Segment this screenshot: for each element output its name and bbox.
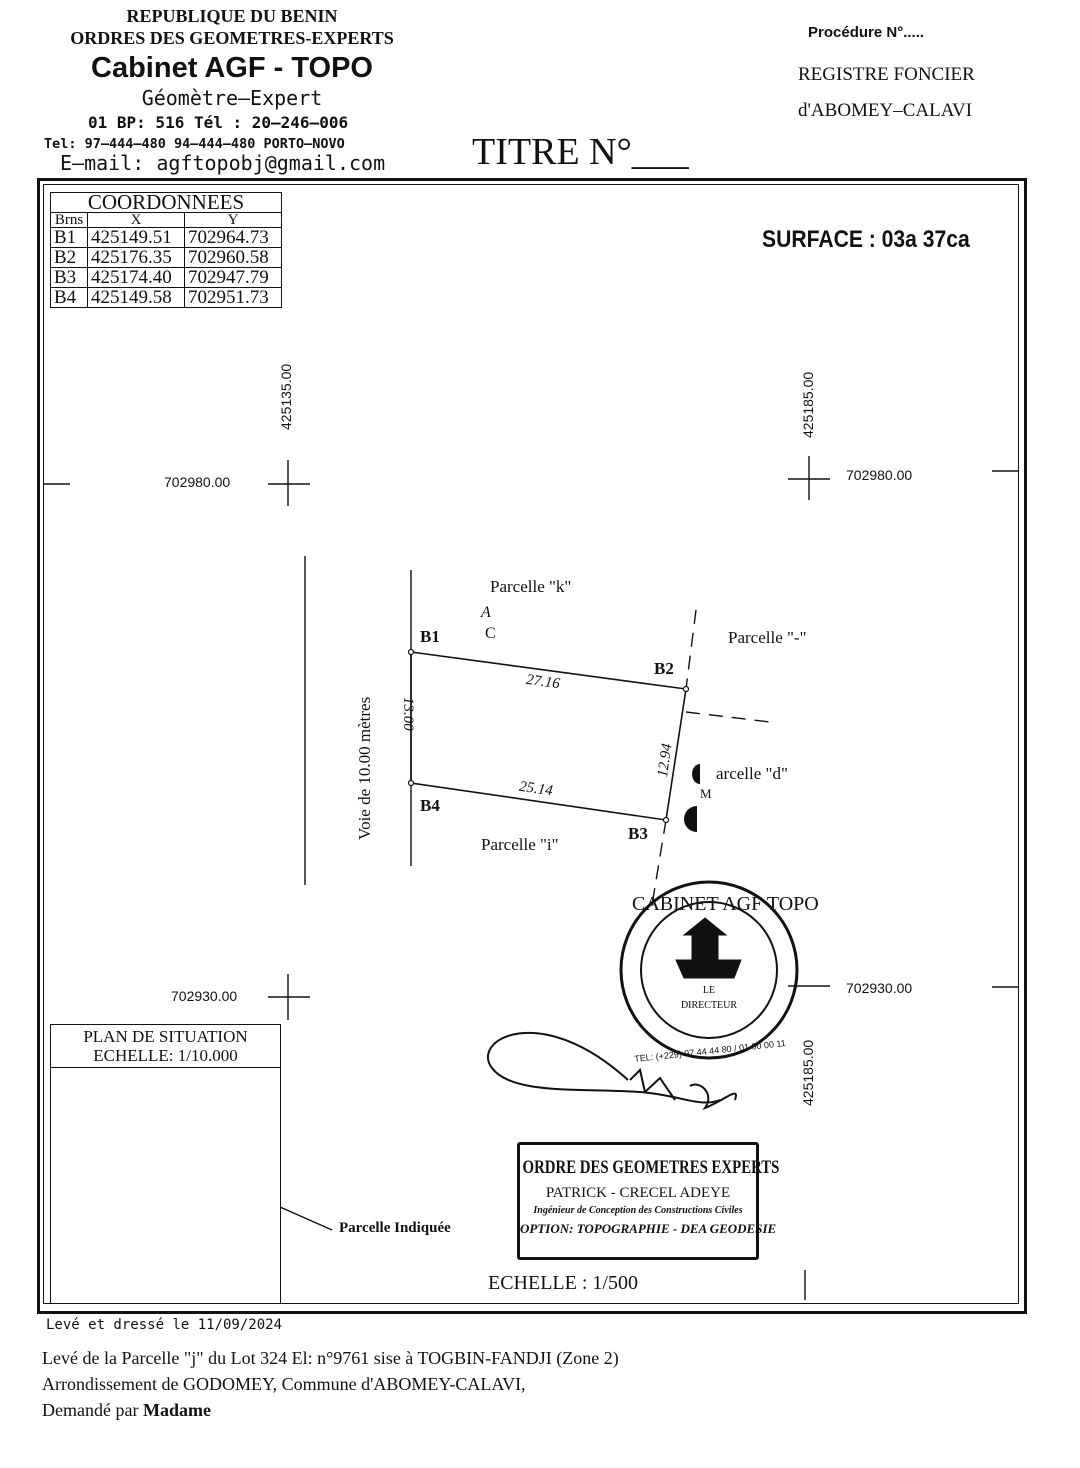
y-value: 702964.73 <box>184 227 282 248</box>
requester-prefix: Demandé par <box>42 1400 143 1420</box>
parcel-indicated-label: Parcelle Indiquée <box>339 1220 451 1236</box>
plan-frame-outer <box>37 178 1027 1314</box>
surface-label: SURFACE : 03a 37ca <box>762 226 970 253</box>
grid-x-right-bottom: 425185.00 <box>800 1039 816 1106</box>
situation-title: PLAN DE SITUATION <box>83 1027 248 1046</box>
drawn-date: Levé et dressé le 11/09/2024 <box>46 1317 283 1333</box>
corner-b1: B1 <box>420 627 440 646</box>
round-stamp <box>619 880 799 1060</box>
grid-x-left: 425135.00 <box>278 363 294 430</box>
footer-line2: Arrondissement de GODOMEY, Commune d'ABO… <box>42 1374 526 1394</box>
col-brns: Brns <box>50 212 88 228</box>
grid-x-right: 425185.00 <box>800 371 816 438</box>
seal-line3: Ingénieur de Conception des Construction… <box>533 1205 743 1216</box>
grid-y-top-right: 702980.00 <box>846 467 913 483</box>
parcel-fragment-c: C <box>485 625 496 642</box>
firm-name: Cabinet AGF - TOPO <box>91 52 373 84</box>
corner-b2: B2 <box>654 659 674 678</box>
registry-city: d'ABOMEY–CALAVI <box>798 100 973 121</box>
y-value: 702951.73 <box>184 287 282 308</box>
seal-line4: OPTION: TOPOGRAPHIE - DEA GEODESIE <box>520 1221 777 1236</box>
grid-y-bottom-left: 702930.00 <box>171 988 238 1004</box>
profession-label: Géomètre–Expert <box>141 86 323 110</box>
tel2-label: Tel: 97–444–480 94–444–480 PORTO–NOVO <box>44 136 345 152</box>
stamp-center-director: DIRECTEUR <box>680 1000 738 1011</box>
official-seal: ORDRE DES GEOMETRES EXPERTS PATRICK - CR… <box>517 1142 780 1260</box>
grid-y-bottom-right: 702930.00 <box>846 980 913 996</box>
beacon-id: B1 <box>50 227 88 248</box>
coordinates-title: COORDONNEES <box>50 192 282 213</box>
stamp-center-le: LE <box>702 985 716 996</box>
stamp-ring-top: CABINET AGF TOPO <box>632 893 819 915</box>
beacon-id: B4 <box>50 287 88 308</box>
procedure-label: Procédure N°..... <box>808 24 925 41</box>
email-label: E–mail: agftopobj@gmail.com <box>60 151 386 175</box>
requester-name: Madame <box>142 1400 211 1420</box>
situation-scale: ECHELLE: 1/10.000 <box>93 1046 238 1065</box>
x-value: 425149.58 <box>87 287 185 308</box>
order-label: ORDRES DES GEOMETRES-EXPERTS <box>70 28 394 48</box>
registry-label: REGISTRE FONCIER <box>798 64 975 85</box>
scale-label: ECHELLE : 1/500 <box>488 1272 638 1294</box>
footer-line1: Levé de la Parcelle "j" du Lot 324 El: n… <box>42 1348 619 1368</box>
situation-plan: PLAN DE SITUATION ECHELLE: 1/10.000 <box>50 1024 281 1304</box>
bp-tel-label: 01 BP: 516 Tél : 20–246–006 <box>88 113 349 132</box>
distance-left: 13.00 <box>400 697 416 731</box>
y-value: 702947.79 <box>184 267 282 288</box>
parcel-k-label: Parcelle "k" <box>490 577 572 596</box>
republic-label: REPUBLIQUE DU BENIN <box>126 6 338 26</box>
parcel-i-label: Parcelle "i" <box>481 835 559 854</box>
x-value: 425174.40 <box>87 267 185 288</box>
road-label: Voie de 10.00 mètres <box>355 696 374 840</box>
corner-b3: B3 <box>628 824 648 843</box>
parcel-fragment-a: A <box>481 604 491 621</box>
parcel-d-label: arcelle "d" <box>716 764 788 783</box>
seal-line2: PATRICK - CRECEL ADEYE <box>545 1185 731 1201</box>
plan-frame-inner <box>43 184 1019 1304</box>
beacon-id: B2 <box>50 247 88 268</box>
footer-line3: Demandé par Madame <box>42 1400 211 1421</box>
parcel-right-label: Parcelle "-" <box>728 628 807 647</box>
title-number: TITRE N°___ <box>472 131 689 173</box>
parcel-d-sublabel: M <box>700 786 712 801</box>
y-value: 702960.58 <box>184 247 282 268</box>
corner-b4: B4 <box>420 796 440 815</box>
grid-y-top-left: 702980.00 <box>164 474 231 490</box>
x-value: 425176.35 <box>87 247 185 268</box>
seal-line1: ORDRE DES GEOMETRES EXPERTS <box>522 1157 780 1178</box>
signature <box>486 1031 737 1111</box>
